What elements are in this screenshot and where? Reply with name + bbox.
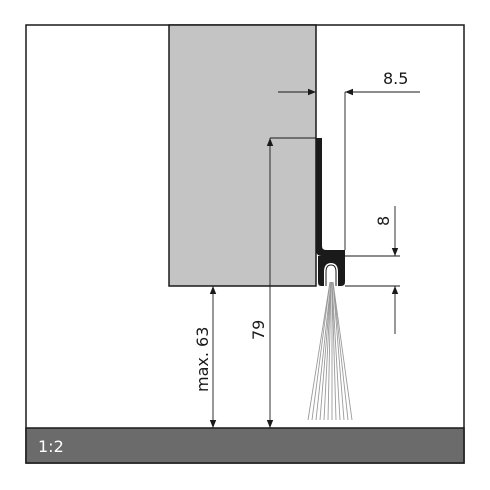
dim-max-gap-label: max. 63: [193, 327, 212, 392]
dim-total-height: [266, 137, 316, 428]
scale-label: 1:2: [38, 437, 64, 456]
brush-holder: [318, 256, 345, 286]
door-leaf: [168, 24, 317, 287]
floor: [25, 427, 465, 464]
dim-total-height-label: 79: [249, 320, 268, 340]
brush-bristles: [307, 281, 353, 421]
dim-profile-height-label: 8: [374, 216, 393, 226]
brush-clip: [325, 264, 337, 286]
dim-offset-label: 8.5: [383, 69, 408, 88]
dim-profile-height: [345, 206, 400, 334]
seal-profile: [316, 138, 345, 256]
dim-offset: [278, 88, 420, 250]
